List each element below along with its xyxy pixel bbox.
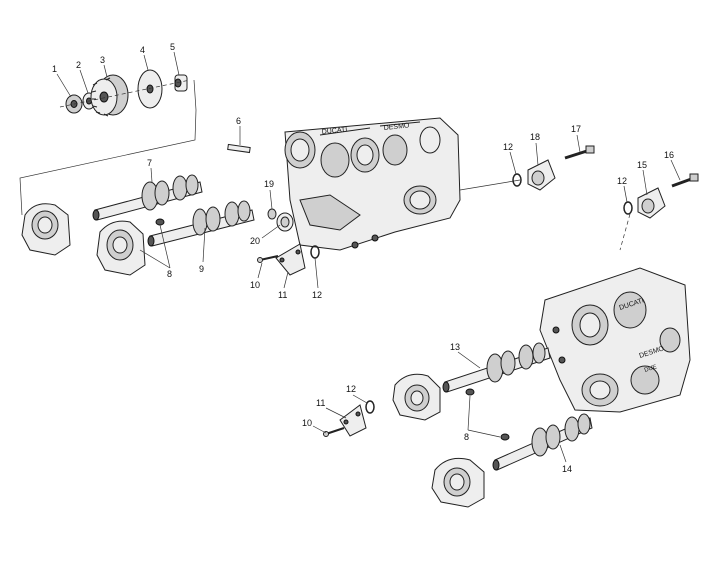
callout-12-upper: 12 [503, 142, 513, 152]
callout-18: 18 [530, 132, 540, 142]
callout-11-lower: 11 [316, 398, 325, 408]
callout-labels: 1 2 3 4 5 6 7 8 9 10 11 12 19 20 12 18 1… [52, 42, 674, 474]
callout-10-lower: 10 [302, 418, 312, 428]
part-11-plate [275, 243, 306, 276]
part-12-o-ring-upper [512, 173, 522, 187]
part-14-camshaft [492, 413, 593, 471]
part-16-bolt [671, 173, 699, 188]
callout-11: 11 [278, 290, 287, 300]
callout-6: 6 [236, 116, 241, 126]
part-3-toothed-pulley [90, 74, 129, 117]
part-11-plate-lower [339, 404, 367, 437]
cam-cover-middle [392, 373, 475, 421]
callout-2: 2 [76, 60, 81, 70]
belt-cover-left [21, 203, 71, 256]
part-12-o-ring-right [623, 201, 633, 215]
part-13-camshaft [442, 342, 551, 393]
part-12-o-ring-lower [365, 400, 375, 414]
part-10-screw [257, 255, 279, 263]
part-19-plug [267, 208, 277, 220]
cam-cover-left [96, 218, 165, 276]
cam-cover-bottom [431, 457, 485, 508]
cylinder-head-lower: DUCATI DESMO DUE [539, 267, 691, 413]
callout-12-right: 12 [617, 176, 627, 186]
svg-text:DUE: DUE [644, 364, 658, 374]
part-15-tensioner [637, 187, 666, 219]
callout-16: 16 [664, 150, 674, 160]
svg-text:DESMO: DESMO [383, 122, 410, 132]
callout-15: 15 [637, 160, 647, 170]
callout-8-lower: 8 [464, 432, 469, 442]
callout-3: 3 [100, 55, 105, 65]
part-17-bolt [564, 145, 595, 160]
svg-text:DUCATI: DUCATI [321, 126, 347, 136]
callout-4: 4 [140, 45, 145, 55]
part-5-spacer [174, 74, 188, 92]
callout-20: 20 [250, 236, 260, 246]
callout-12: 12 [312, 290, 322, 300]
part-18-tensioner [527, 159, 556, 191]
callout-5: 5 [170, 42, 175, 52]
part-7-camshaft [92, 174, 203, 221]
part-6-pin [227, 143, 251, 154]
callout-8: 8 [167, 269, 172, 279]
part-4-flange-disc [137, 69, 163, 109]
callout-1: 1 [52, 64, 57, 74]
callout-7: 7 [147, 158, 152, 168]
callout-14: 14 [562, 464, 572, 474]
callout-12-lower: 12 [346, 384, 356, 394]
part-9-camshaft [147, 200, 255, 247]
callout-19: 19 [264, 179, 274, 189]
callout-10: 10 [250, 280, 260, 290]
part-20-washer [276, 212, 294, 232]
part-10-screw-lower [323, 427, 345, 437]
callout-9: 9 [199, 264, 204, 274]
callout-13: 13 [450, 342, 460, 352]
cylinder-head-upper: DUCATI DESMO [284, 117, 461, 251]
pulley-assembly [19, 69, 197, 216]
callout-17: 17 [571, 124, 581, 134]
part-12-o-ring [310, 245, 320, 259]
leader-lines [56, 51, 681, 463]
